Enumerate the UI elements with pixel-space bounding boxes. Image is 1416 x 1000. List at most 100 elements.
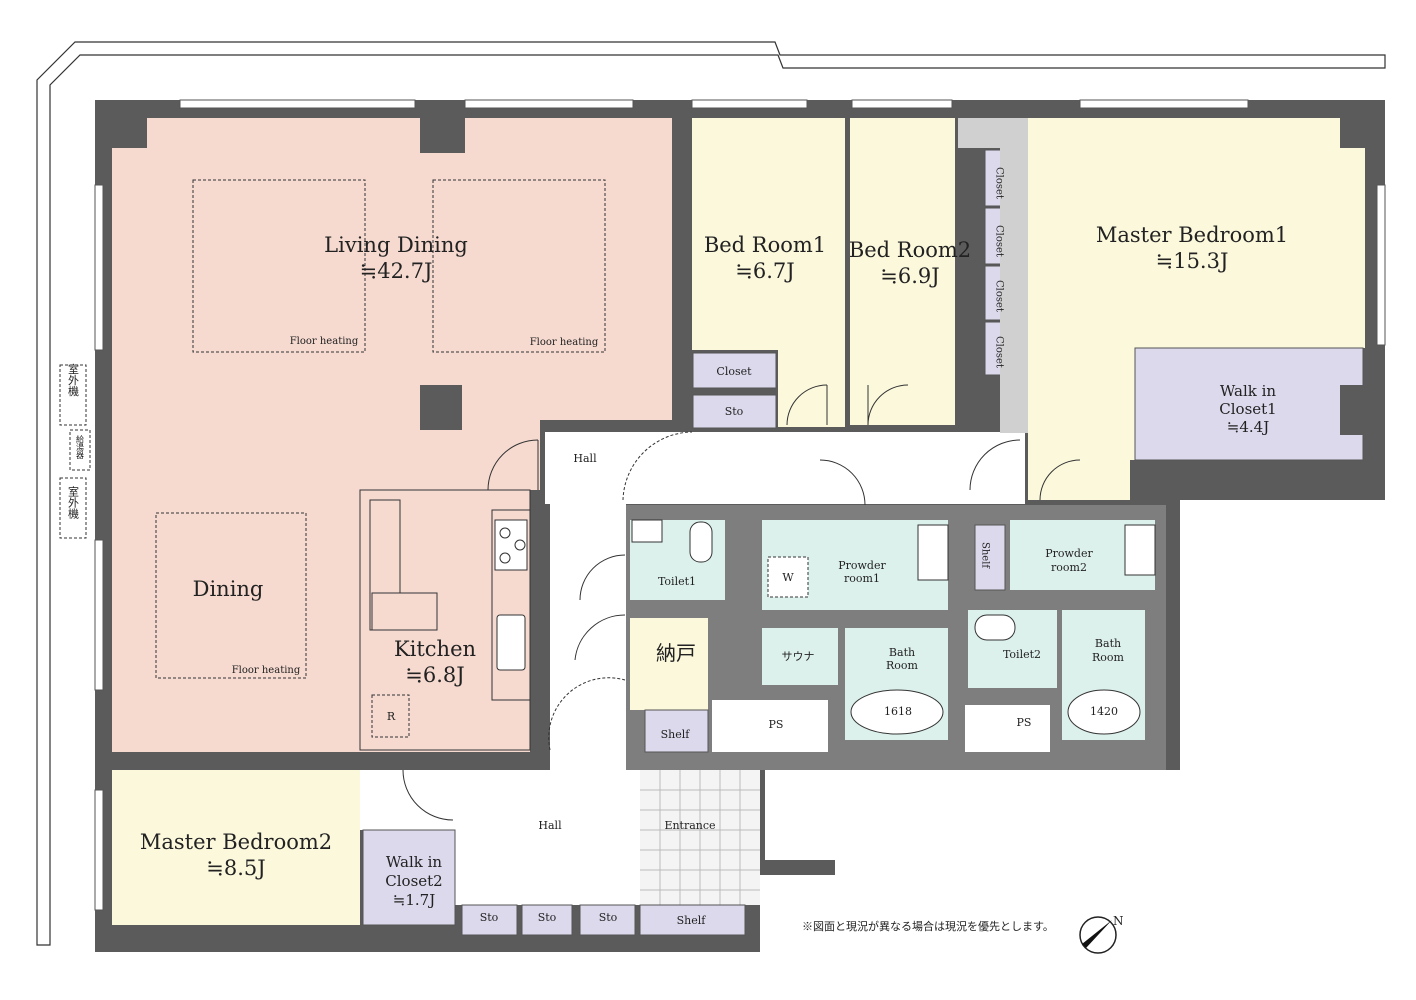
- storage-bed1[interactable]: [692, 394, 777, 429]
- sto-label: Sto: [599, 911, 618, 924]
- storage-hall[interactable]: [521, 904, 573, 936]
- fridge-space: [371, 694, 410, 738]
- shelf-label: Shelf: [677, 914, 707, 927]
- hall-lower-area: [455, 770, 640, 905]
- hall-label: Hall: [573, 452, 597, 465]
- closet-bed1[interactable]: [692, 352, 777, 389]
- floor-heating-label: Floor heating: [232, 665, 301, 676]
- column: [420, 385, 462, 430]
- sto-label: Sto: [725, 405, 744, 418]
- closet-label: Closet: [994, 225, 1005, 257]
- powder-room2-label: room2: [1051, 561, 1087, 574]
- bath2-label: Room: [1092, 651, 1125, 664]
- shelf-entrance[interactable]: [639, 904, 746, 936]
- sink-icon: [496, 614, 526, 671]
- powder-room2-label: Prowder: [1045, 547, 1093, 560]
- walk-in-closet1-size: ≒4.4J: [1227, 418, 1269, 436]
- walk-in-closet1[interactable]: [1134, 347, 1364, 461]
- pipe-space1: [712, 700, 828, 752]
- powder-room1-label: room1: [844, 572, 880, 585]
- column: [958, 385, 998, 425]
- living-dining-size: ≒42.7J: [360, 259, 433, 283]
- washer-label: W: [782, 571, 794, 584]
- bathtub2-size: 1420: [1090, 705, 1118, 718]
- sto-label: Sto: [480, 911, 499, 924]
- shelf-label: Shelf: [980, 542, 991, 569]
- entrance-label: Entrance: [664, 819, 715, 832]
- toilet1-label: Toilet1: [658, 575, 696, 588]
- nando-storage: [630, 618, 708, 710]
- floor-heating-label: Floor heating: [290, 336, 359, 347]
- master-bedroom2-label: Master Bedroom2: [140, 830, 332, 854]
- bathtub1-size: 1618: [884, 705, 912, 718]
- powder-room1-label: Prowder: [838, 559, 886, 572]
- disclaimer-note: ※図面と現況が異なる場合は現況を優先とします。: [802, 919, 1054, 933]
- kitchen-label: Kitchen: [394, 637, 476, 661]
- floor-heating-area: [192, 179, 366, 353]
- closet-label: Closet: [994, 167, 1005, 199]
- closet-label: Closet: [994, 336, 1005, 368]
- master-bedroom1: [1028, 118, 1365, 500]
- balcony-railing: [36, 41, 1386, 946]
- column: [112, 118, 147, 148]
- outdoor-unit: [59, 364, 87, 426]
- shelf-powder2[interactable]: [974, 524, 1006, 591]
- bath1-label: Bath: [889, 646, 915, 659]
- stove-icon: [494, 519, 528, 571]
- bed-room2: [850, 118, 955, 425]
- washer-space: [767, 556, 809, 598]
- ps-label: PS: [1017, 716, 1032, 729]
- bed-room1-size: ≒6.7J: [735, 259, 794, 283]
- shelf-label: Shelf: [661, 728, 691, 741]
- storage-hall[interactable]: [579, 904, 636, 936]
- floor-heating-label: Floor heating: [530, 337, 599, 348]
- sto-label: Sto: [538, 911, 557, 924]
- bed-room2-label: Bed Room2: [849, 238, 971, 262]
- nando-label: 納戸: [656, 641, 696, 665]
- closet-label: Closet: [716, 365, 752, 378]
- outdoor-unit-label: 室外機: [67, 362, 80, 397]
- shelf-nando[interactable]: [644, 709, 709, 753]
- compass-north-label: N: [1113, 914, 1124, 928]
- column: [420, 118, 465, 153]
- master-bedroom1-label: Master Bedroom1: [1096, 223, 1288, 247]
- floor-heating-area: [432, 179, 606, 353]
- walk-in-closet2[interactable]: [362, 829, 456, 926]
- toilet2-label: Toilet2: [1003, 648, 1041, 661]
- closet-label: Closet: [994, 280, 1005, 312]
- compass-icon: N: [1079, 914, 1124, 954]
- water-heater: [69, 429, 91, 471]
- living-dining-room: [112, 118, 672, 752]
- dining-label: Dining: [193, 577, 264, 601]
- windows: [94, 99, 1386, 911]
- walk-in-closet1-label: Closet1: [1219, 400, 1276, 418]
- doors[interactable]: [402, 384, 1081, 821]
- water-heater-label: 給湯器: [76, 434, 85, 460]
- kitchen-size: ≒6.8J: [405, 663, 464, 687]
- master-bedroom2: [112, 770, 360, 925]
- walk-in-closet2-label: Closet2: [385, 872, 442, 890]
- toilet-icon: [974, 614, 1016, 641]
- kitchen-counter: [371, 592, 438, 631]
- bed-room1: [692, 118, 845, 350]
- floor-heating-area: [155, 512, 307, 679]
- walk-in-closet2-size: ≒1.7J: [393, 891, 435, 909]
- outdoor-unit: [59, 477, 87, 539]
- storage-hall[interactable]: [461, 904, 518, 936]
- bath2-label: Bath: [1095, 637, 1121, 650]
- fridge-label: R: [387, 710, 396, 723]
- walk-in-closet2-label: Walk in: [386, 853, 443, 871]
- hall-label: Hall: [538, 819, 562, 832]
- master-bedroom1-size: ≒15.3J: [1156, 249, 1229, 273]
- living-dining-label: Living Dining: [324, 233, 468, 257]
- toilet-icon: [689, 521, 713, 563]
- washbasin-icon: [1124, 524, 1156, 576]
- washbasin-icon: [917, 524, 949, 581]
- hall-corridor: [550, 490, 626, 770]
- outdoor-unit-label: 室外機: [67, 485, 80, 520]
- sauna: [762, 628, 838, 685]
- bathtub-icon: [1067, 689, 1141, 735]
- bed-room1-label: Bed Room1: [704, 233, 826, 257]
- master-bedroom2-size: ≒8.5J: [206, 856, 265, 880]
